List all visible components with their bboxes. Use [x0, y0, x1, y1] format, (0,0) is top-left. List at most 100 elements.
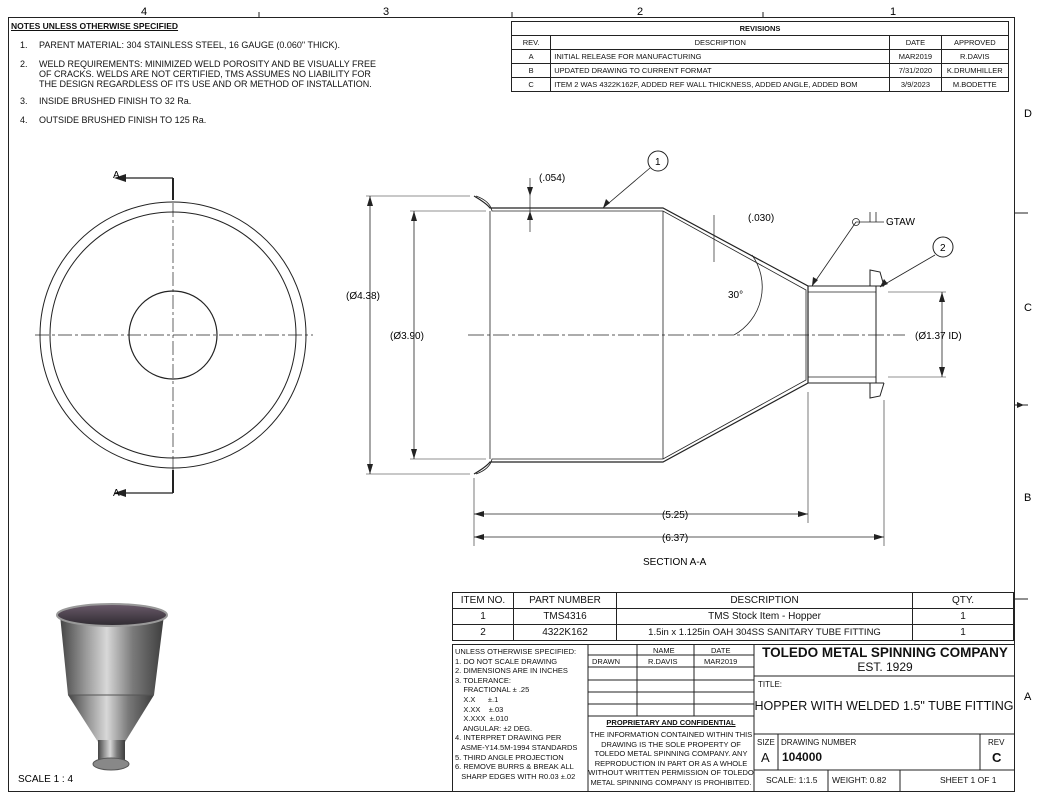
- proprietary-text: THE INFORMATION CONTAINED WITHIN THIS DR…: [588, 730, 754, 788]
- section-view-label: SECTION A-A: [643, 557, 707, 568]
- zone-right-b: B: [1024, 492, 1031, 504]
- company-name: TOLEDO METAL SPINNING COMPANY: [762, 645, 1008, 660]
- tol-line: 6. REMOVE BURRS & BREAK ALL: [455, 762, 574, 772]
- dim-wall-cone: (.030): [748, 213, 774, 224]
- drawn-name: R.DAVIS: [648, 657, 678, 666]
- rev-header-desc: DESCRIPTION: [550, 35, 891, 50]
- note-2-text: WELD REQUIREMENTS: MINIMIZED WELD POROSI…: [39, 59, 379, 89]
- rev-cell: ITEM 2 WAS 4322K162F, ADDED REF WALL THI…: [550, 77, 891, 92]
- tol-line: X.X ±.1: [455, 694, 499, 704]
- bom-table: ITEM NO. PART NUMBER DESCRIPTION QTY. 1 …: [452, 592, 1014, 641]
- drawn-date-header: DATE: [711, 646, 731, 655]
- bom-row: 1 TMS4316 TMS Stock Item - Hopper 1: [452, 608, 1014, 625]
- bom-header-part: PART NUMBER: [513, 592, 617, 609]
- rev-cell: MAR2019: [889, 49, 942, 64]
- tol-line: ASME-Y14.5M-1994 STANDARDS: [455, 742, 578, 752]
- bom-cell: TMS4316: [513, 608, 617, 625]
- note-2-line-1: WELD REQUIREMENTS: MINIMIZED WELD POROSI…: [39, 59, 377, 69]
- tol-line: 5. THIRD ANGLE PROJECTION: [455, 752, 564, 762]
- rev-value: C: [992, 750, 1002, 765]
- prop-line: THE INFORMATION CONTAINED WITHIN THIS: [589, 730, 753, 739]
- rev-cell: B: [510, 63, 552, 78]
- balloon-2-label: 2: [940, 243, 946, 254]
- section-arrow-bottom: [114, 489, 126, 497]
- tol-line: ANGULAR: ±2 DEG.: [455, 723, 533, 733]
- bom-cell: TMS Stock Item - Hopper: [616, 608, 913, 625]
- company-established: EST. 1929: [857, 660, 913, 674]
- proprietary-title: PROPRIETARY AND CONFIDENTIAL: [606, 718, 736, 727]
- title-block-grid: [452, 644, 1015, 792]
- rev-cell: R.DAVIS: [940, 49, 1010, 64]
- dim-angle: 30°: [728, 290, 743, 301]
- zone-arrow: [1017, 402, 1024, 408]
- prop-line: METAL SPINNING COMPANY IS PROHIBITED.: [590, 777, 752, 787]
- drawn-date: MAR2019: [704, 657, 738, 666]
- rev-header-approved: APPROVED: [940, 35, 1010, 50]
- bom-header-item: ITEM NO.: [452, 592, 514, 609]
- bom-cell: 4322K162: [513, 624, 617, 641]
- zone-top-1: 1: [890, 6, 896, 18]
- section-mark-top: A: [113, 170, 120, 181]
- rev-row: A INITIAL RELEASE FOR MANUFACTURING MAR2…: [510, 49, 1010, 64]
- iso-scale-label: SCALE 1 : 4: [18, 774, 73, 785]
- isometric-render: [56, 603, 168, 771]
- note-3-num: 3.: [20, 96, 28, 106]
- tolerance-block: UNLESS OTHERWISE SPECIFIED: 1. DO NOT SC…: [455, 647, 587, 781]
- drawing-title: HOPPER WITH WELDED 1.5" TUBE FITTING: [754, 699, 1014, 713]
- bom-cell: 1: [912, 624, 1014, 641]
- size-label: SIZE: [757, 738, 775, 747]
- notes-heading: NOTES UNLESS OTHERWISE SPECIFIED: [11, 21, 179, 31]
- zone-right-a: A: [1024, 691, 1032, 703]
- rev-row: C ITEM 2 WAS 4322K162F, ADDED REF WALL T…: [510, 77, 1010, 92]
- dimension-arrows: [367, 187, 945, 540]
- bom-header-qty: QTY.: [912, 592, 1014, 609]
- prop-line: REPRODUCTION IN PART OR AS A WHOLE: [594, 758, 748, 768]
- tol-line: X.XX ±.03: [455, 704, 504, 714]
- rev-label: REV: [988, 738, 1005, 747]
- bom-header-desc: DESCRIPTION: [616, 592, 913, 609]
- rev-header-rev: REV.: [510, 35, 552, 50]
- rev-cell: M.BODETTE: [940, 77, 1010, 92]
- rev-cell: C: [510, 77, 552, 92]
- bom-cell: 2: [452, 624, 514, 641]
- bom-cell: 1.5in x 1.125in OAH 304SS SANITARY TUBE …: [616, 624, 913, 641]
- bom-row: 2 4322K162 1.5in x 1.125in OAH 304SS SAN…: [452, 624, 1014, 641]
- dim-body-length: (5.25): [662, 510, 688, 521]
- section-view: [366, 167, 946, 546]
- size-value: A: [761, 750, 770, 765]
- drawing-number: 104000: [782, 750, 823, 764]
- balloon-1-label: 1: [655, 157, 661, 168]
- note-1-num: 1.: [20, 40, 28, 50]
- rev-cell: 7/31/2020: [889, 63, 942, 78]
- tol-line: SHARP EDGES WITH R0.03 ±.02: [455, 771, 576, 781]
- bom-cell: 1: [452, 608, 514, 625]
- note-2-line-3: THE DESIGN REGARDLESS OF ITS USE AND OR …: [39, 79, 372, 89]
- rev-row: B UPDATED DRAWING TO CURRENT FORMAT 7/31…: [510, 63, 1010, 78]
- note-3-text: INSIDE BRUSHED FINISH TO 32 Ra.: [39, 96, 192, 106]
- zone-top-4: 4: [141, 6, 147, 18]
- note-4-num: 4.: [20, 115, 28, 125]
- zone-right-d: D: [1024, 108, 1032, 120]
- drawn-role: DRAWN: [592, 657, 621, 666]
- end-view: [35, 177, 313, 494]
- dim-total-length: (6.37): [662, 533, 688, 544]
- weld-process-label: GTAW: [886, 217, 915, 228]
- note-4-text: OUTSIDE BRUSHED FINISH TO 125 Ra.: [39, 115, 207, 125]
- tol-line: X.XXX ±.010: [455, 714, 509, 724]
- dim-inner-diameter: (Ø3.90): [390, 331, 424, 342]
- rev-cell: 3/9/2023: [889, 77, 942, 92]
- revisions-table: REVISIONS REV. DESCRIPTION DATE APPROVED…: [510, 21, 1010, 92]
- tol-line: 4. INTERPRET DRAWING PER: [455, 733, 562, 743]
- balloon-1: [647, 150, 669, 172]
- zone-top-3: 3: [383, 6, 389, 18]
- rev-cell: A: [510, 49, 552, 64]
- dim-outer-diameter: (Ø4.38): [346, 291, 380, 302]
- rev-cell: UPDATED DRAWING TO CURRENT FORMAT: [550, 63, 891, 78]
- prop-line: DRAWING IS THE SOLE PROPERTY OF: [601, 739, 741, 749]
- tol-line: UNLESS OTHERWISE SPECIFIED:: [455, 647, 577, 656]
- tol-line: 2. DIMENSIONS ARE IN INCHES: [455, 666, 568, 676]
- rev-cell: INITIAL RELEASE FOR MANUFACTURING: [550, 49, 891, 64]
- section-arrow-top: [114, 174, 126, 182]
- note-2-num: 2.: [20, 59, 28, 69]
- rev-header-date: DATE: [889, 35, 942, 50]
